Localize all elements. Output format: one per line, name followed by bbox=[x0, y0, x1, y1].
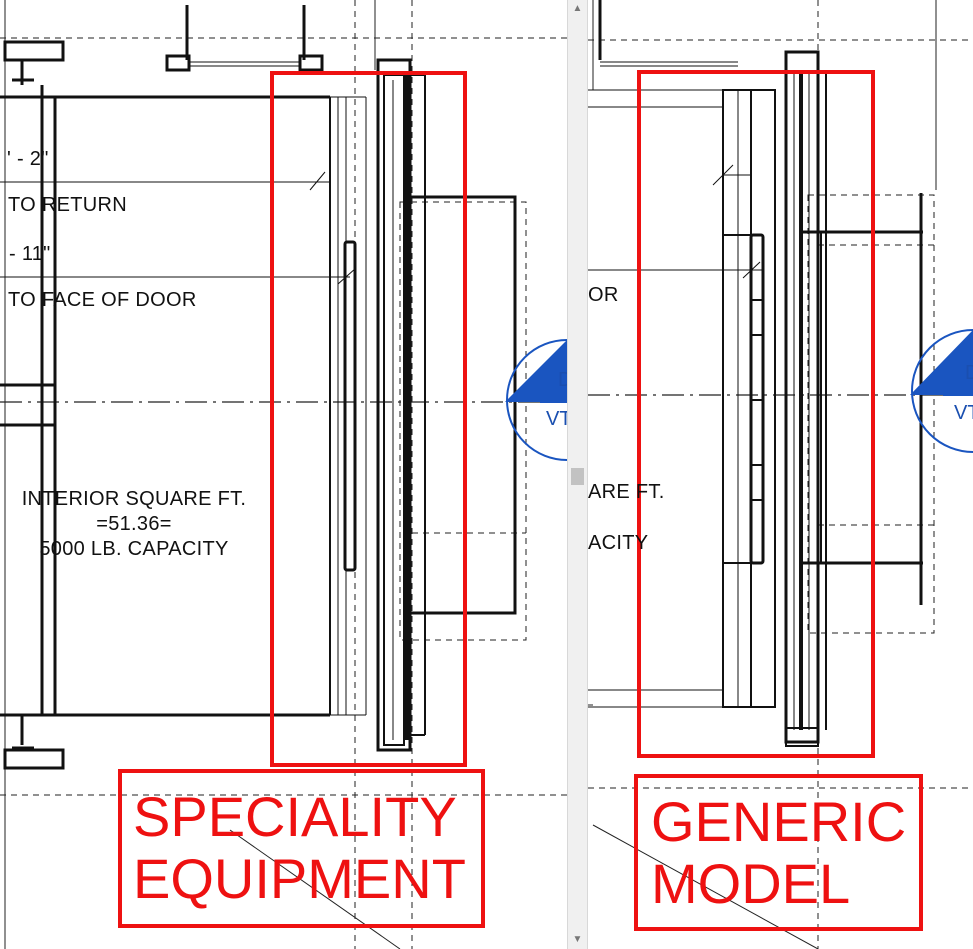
section-tag-number: VT bbox=[954, 402, 973, 424]
scroll-up-arrow-icon[interactable]: ▲ bbox=[572, 3, 583, 14]
vertical-scrollbar[interactable]: ▲ ▼ bbox=[567, 0, 588, 949]
scroll-down-arrow-icon[interactable]: ▼ bbox=[572, 934, 583, 945]
generic-model-label-box bbox=[634, 774, 923, 931]
speciality-equipment-highlight-box bbox=[270, 71, 467, 767]
section-tag-number: VT bbox=[546, 408, 567, 430]
dimension-text: - 11" bbox=[9, 243, 51, 265]
room-area-fragment: ARE FT. bbox=[588, 481, 665, 503]
room-area-label: INTERIOR SQUARE FT. bbox=[21, 488, 247, 510]
label-generic: GENERIC bbox=[651, 790, 907, 853]
right-drawing-viewport[interactable]: OR ARE FT. ACITY D VT GENERIC MODEL bbox=[588, 0, 973, 949]
generic-model-highlight-box bbox=[637, 70, 875, 758]
speciality-equipment-label-box bbox=[118, 769, 485, 928]
room-area-value: =51.36= bbox=[96, 513, 172, 535]
label-speciality: SPECIALITY bbox=[133, 785, 457, 848]
section-tag-letter: D bbox=[558, 369, 567, 391]
right-drawing-linework bbox=[588, 0, 973, 949]
room-capacity-fragment: ACITY bbox=[588, 532, 649, 554]
label-equipment: EQUIPMENT bbox=[133, 847, 466, 910]
left-drawing-linework bbox=[0, 0, 567, 949]
section-tag-letter: D bbox=[965, 362, 973, 384]
dimension-note: TO RETURN bbox=[8, 194, 127, 216]
note-fragment: OR bbox=[588, 284, 619, 306]
label-model: MODEL bbox=[651, 852, 851, 915]
room-capacity-label: 5000 LB. CAPACITY bbox=[39, 538, 229, 560]
scroll-thumb[interactable] bbox=[571, 468, 584, 485]
dimension-text: ' - 2" bbox=[7, 148, 49, 170]
dimension-note: TO FACE OF DOOR bbox=[8, 289, 197, 311]
left-drawing-viewport[interactable]: ' - 2" TO RETURN - 11" TO FACE OF DOOR I… bbox=[0, 0, 567, 949]
